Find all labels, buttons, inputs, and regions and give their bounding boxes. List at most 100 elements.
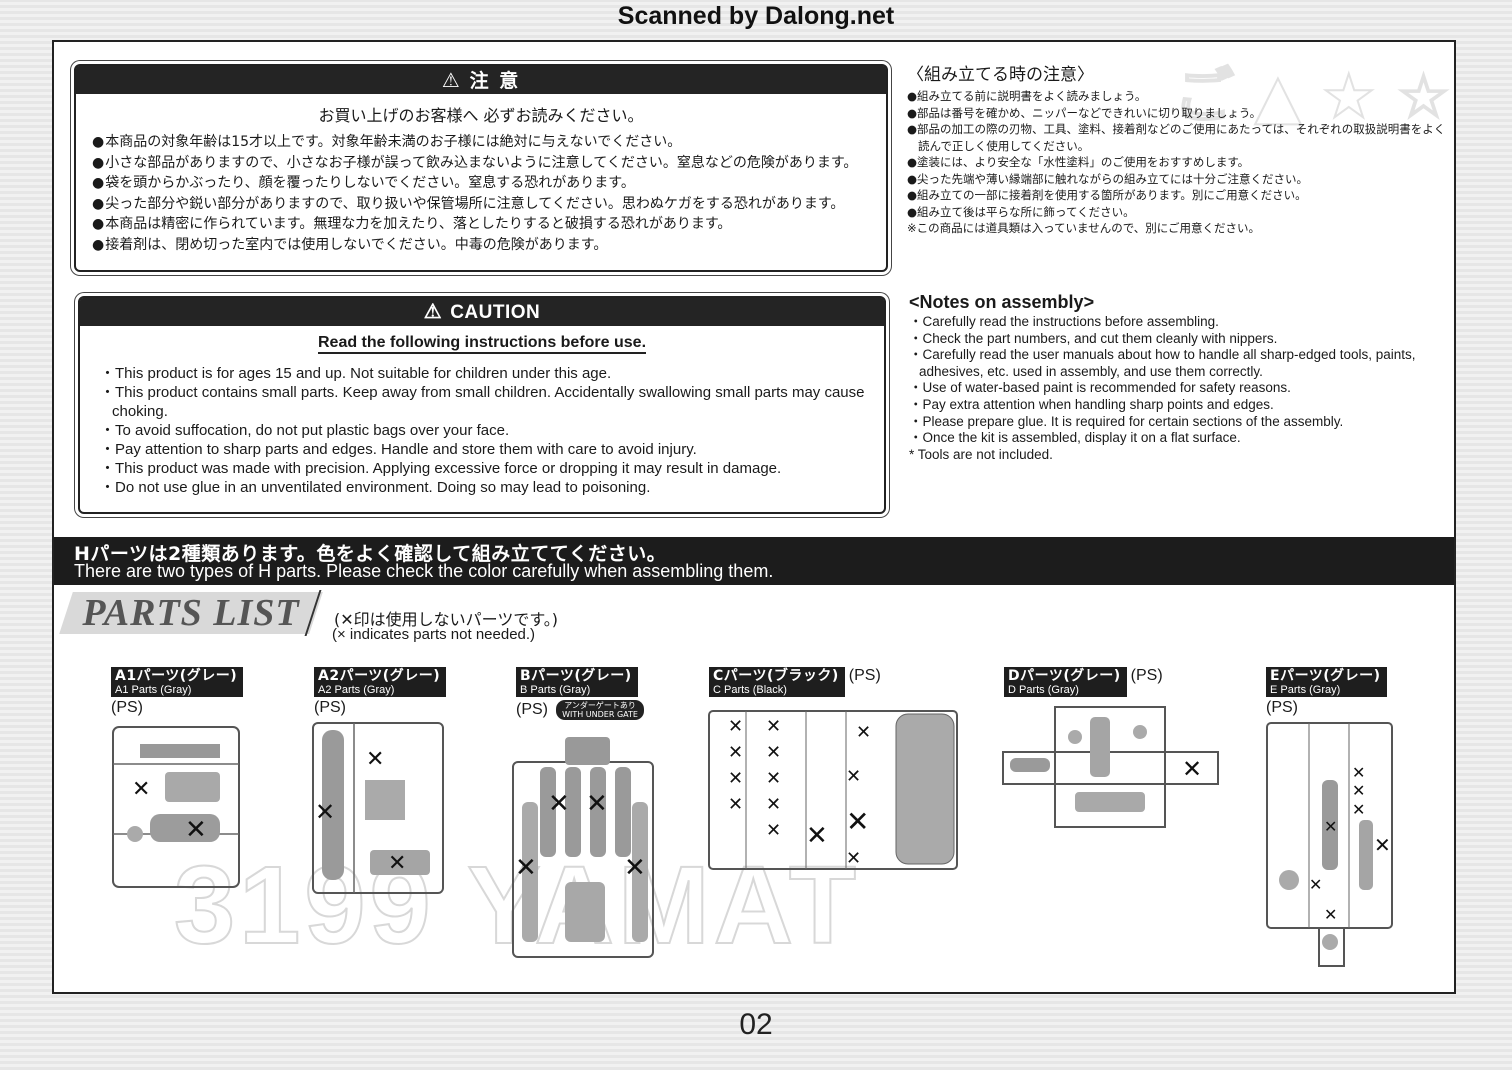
- runner-a1-label: A1パーツ(グレー) A1 Parts (Gray): [111, 667, 244, 697]
- runner-a1: A1パーツ(グレー) A1 Parts (Gray) (PS): [111, 667, 244, 717]
- list-item: 袋を頭からかぶったり、顔を覆ったりしないでください。窒息する恐れがあります。: [92, 173, 876, 194]
- runner-a2: A2パーツ(グレー) A2 Parts (Gray) (PS): [314, 667, 447, 717]
- caution-sub-en-text: Read the following instructions before u…: [317, 334, 647, 354]
- svg-text:✕: ✕: [728, 768, 743, 789]
- runner-a2-diagram: ✕ ✕ ✕: [310, 720, 450, 898]
- caution-list-en: This product is for ages 15 and up. Not …: [80, 364, 884, 497]
- warning-triangle-icon: ⚠: [423, 301, 443, 323]
- runner-b-en: B Parts (Gray): [520, 684, 591, 696]
- notes-title-en: <Notes on assembly>: [909, 292, 1095, 312]
- svg-text:✕: ✕: [1324, 905, 1337, 924]
- caution-box-en: ⚠CAUTION Read the following instructions…: [78, 296, 886, 514]
- svg-text:✕: ✕: [1374, 833, 1391, 857]
- list-item: ・Pay extra attention when handling sharp…: [909, 396, 1274, 412]
- svg-text:✕: ✕: [586, 789, 608, 819]
- runner-e-material: (PS): [1266, 699, 1298, 716]
- banner-jp: Hパーツは2種類あります。色をよく確認して組み立ててください。: [74, 543, 667, 565]
- svg-text:✕: ✕: [624, 853, 646, 883]
- runner-c-material: (PS): [848, 667, 881, 684]
- list-item: 組み立てる前に説明書をよく読みましょう。: [907, 88, 1447, 105]
- notes-title-jp: 〈組み立てる時の注意〉: [907, 65, 1094, 85]
- list-item: * Tools are not included.: [909, 446, 1053, 462]
- svg-text:✕: ✕: [766, 794, 781, 815]
- list-item: 小さな部品がありますので、小さなお子様が誤って飲み込まないように注意してください…: [92, 153, 876, 174]
- list-item: 組み立て後は平らな所に飾ってください。: [907, 204, 1447, 221]
- runner-c: Cパーツ(ブラック) C Parts (Black) (PS): [709, 667, 881, 697]
- runner-e-jp: Eパーツ(グレー): [1270, 668, 1381, 684]
- caution-sub-en: Read the following instructions before u…: [80, 334, 884, 354]
- svg-text:✕: ✕: [1309, 875, 1322, 894]
- list-item: ・Check the part numbers, and cut them cl…: [909, 330, 1278, 346]
- list-item: 部品は番号を確かめ、ニッパーなどできれいに切り取りましょう。: [907, 105, 1447, 122]
- svg-text:✕: ✕: [1352, 800, 1365, 819]
- svg-text:✕: ✕: [766, 716, 781, 737]
- instruction-sheet: ご ▲ ★ ☆ ⚠注 意 お買い上げのお客様へ 必ずお読みください。 本商品の対…: [52, 40, 1456, 994]
- runner-b-diagram: ✕ ✕ ✕ ✕: [510, 732, 660, 962]
- watermark-model-name: 3199 YAMAT: [173, 843, 861, 968]
- runner-c-label: Cパーツ(ブラック) C Parts (Black): [709, 667, 845, 697]
- svg-text:✕: ✕: [1352, 781, 1365, 800]
- runner-b-jp: Bパーツ(グレー): [520, 668, 632, 684]
- runner-b-label: Bパーツ(グレー) B Parts (Gray): [516, 667, 638, 697]
- list-item: 本商品は精密に作られています。無理な力を加えたり、落としたりすると破損する恐れが…: [92, 214, 876, 235]
- list-item: This product was made with precision. Ap…: [100, 459, 874, 478]
- parts-list-title: PARTS LIST: [59, 592, 323, 634]
- caution-heading-jp-text: 注 意: [469, 70, 521, 92]
- runner-a2-material: (PS): [314, 699, 346, 716]
- h-parts-banner: Hパーツは2種類あります。色をよく確認して組み立ててください。 There ar…: [54, 537, 1454, 585]
- runner-c-jp: Cパーツ(ブラック): [713, 668, 839, 684]
- assembly-notes-en: <Notes on assembly> ・Carefully read the …: [909, 292, 1429, 463]
- runner-e-diagram: ✕✕✕ ✕✕ ✕✕: [1264, 720, 1399, 970]
- warning-triangle-icon: ⚠: [441, 68, 462, 92]
- under-gate-badge-en: WITH UNDER GATE: [562, 709, 638, 719]
- runner-b-material: (PS): [516, 701, 548, 718]
- svg-text:✕: ✕: [766, 768, 781, 789]
- svg-text:✕: ✕: [1182, 755, 1202, 783]
- runner-c-diagram: ✕✕✕ ✕✕ ✕✕✕ ✕✕ ✕✕✕ ✕: [706, 706, 961, 874]
- svg-text:✕: ✕: [366, 747, 384, 772]
- under-gate-badge-jp: アンダーゲートあり: [564, 700, 636, 710]
- parts-list-title-text: PARTS LIST: [82, 592, 300, 634]
- runner-e: Eパーツ(グレー) E Parts (Gray) (PS): [1266, 667, 1387, 717]
- list-item: 接着剤は、閉め切った室内では使用しないでください。中毒の危険があります。: [92, 235, 876, 256]
- svg-text:✕: ✕: [1352, 763, 1365, 782]
- runner-c-en: C Parts (Black): [713, 684, 787, 696]
- list-item: ・Once the kit is assembled, display it o…: [909, 430, 1241, 446]
- runner-d-diagram: ✕: [1000, 702, 1225, 832]
- list-item: 組み立ての一部に接着剤を使用する箇所があります。別にご用意ください。: [907, 187, 1447, 204]
- runner-a1-jp: A1パーツ(グレー): [115, 668, 238, 684]
- list-item: 部品の加工の際の刃物、工具、塗料、接着剤などのご使用にあたっては、それぞれの取扱…: [907, 121, 1447, 154]
- list-item: Do not use glue in an unventilated envir…: [100, 478, 874, 497]
- svg-text:✕: ✕: [766, 742, 781, 763]
- svg-text:✕: ✕: [1324, 817, 1337, 836]
- assembly-notes-jp: 〈組み立てる時の注意〉 組み立てる前に説明書をよく読みましょう。 部品は番号を確…: [907, 60, 1447, 237]
- banner-en: There are two types of H parts. Please c…: [74, 561, 774, 581]
- svg-text:✕: ✕: [132, 777, 150, 802]
- runner-a2-label: A2パーツ(グレー) A2 Parts (Gray): [314, 667, 447, 697]
- runner-a1-en: A1 Parts (Gray): [115, 684, 192, 696]
- list-item: ・Use of water-based paint is recommended…: [909, 380, 1291, 396]
- svg-text:✕: ✕: [185, 815, 207, 845]
- caution-list-jp: 本商品の対象年齢は15才以上です。対象年齢未満のお子様には絶対に与えないでくださ…: [76, 132, 886, 255]
- list-item: 塗装には、より安全な「水性塗料」のご使用をおすすめします。: [907, 154, 1447, 171]
- scan-credit: Scanned by Dalong.net: [617, 2, 895, 30]
- parts-note-jp: (✕印は使用しないパーツです。): [334, 610, 558, 629]
- list-item: 尖った先端や薄い縁端部に触れながらの組み立てには十分ご注意ください。: [907, 171, 1447, 188]
- svg-text:✕: ✕: [388, 851, 406, 876]
- notes-list-jp: 組み立てる前に説明書をよく読みましょう。 部品は番号を確かめ、ニッパーなどできれ…: [907, 88, 1447, 237]
- runner-d-label: Dパーツ(グレー) D Parts (Gray): [1004, 667, 1127, 697]
- svg-text:✕: ✕: [766, 820, 781, 841]
- list-item: To avoid suffocation, do not put plastic…: [100, 421, 874, 440]
- svg-text:✕: ✕: [548, 789, 570, 819]
- svg-text:✕: ✕: [846, 848, 861, 869]
- svg-text:✕: ✕: [728, 716, 743, 737]
- caution-heading-en: ⚠CAUTION: [80, 298, 884, 326]
- runner-a2-jp: A2パーツ(グレー): [318, 668, 441, 684]
- runner-a1-diagram: ✕ ✕: [110, 724, 250, 892]
- notes-footnote-jp: ※この商品には道具類は入っていませんので、別にご用意ください。: [907, 221, 1261, 235]
- svg-text:✕: ✕: [856, 722, 871, 743]
- list-item: 本商品の対象年齢は15才以上です。対象年齢未満のお子様には絶対に与えないでくださ…: [92, 132, 876, 153]
- list-item: ・Please prepare glue. It is required for…: [909, 413, 1344, 429]
